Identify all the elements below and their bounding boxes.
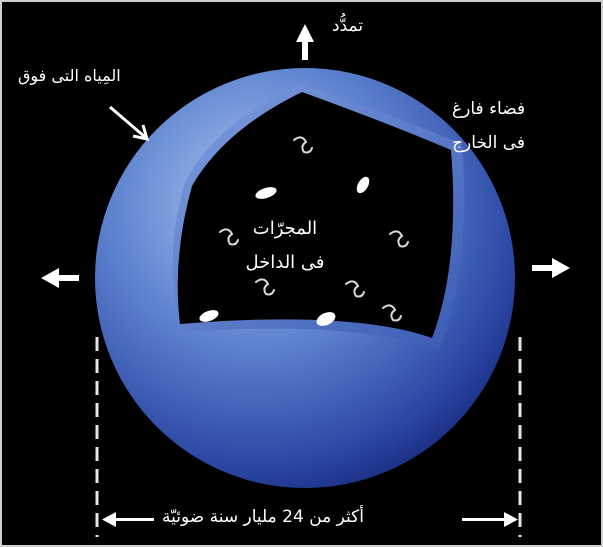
label-empty-space: فضاء فارغ فى الخارج [452,92,525,160]
label-galaxies: المجرّات فى الداخل [230,212,340,280]
label-empty-space-line2: فى الخارج [452,126,525,160]
arrow-right-icon [532,258,570,278]
label-expansion: تمدُّد [332,16,363,36]
arrow-up-icon [296,24,314,60]
label-galaxies-line2: فى الداخل [230,246,340,280]
label-waters-above: المِياه التى فوق [18,66,121,85]
waters-pointer-arrow [110,107,147,139]
label-width: أكثر من 24 مليار سنة ضوئيّة [162,507,364,527]
arrow-left-icon [41,268,79,288]
label-empty-space-line1: فضاء فارغ [452,92,525,126]
label-galaxies-line1: المجرّات [230,212,340,246]
